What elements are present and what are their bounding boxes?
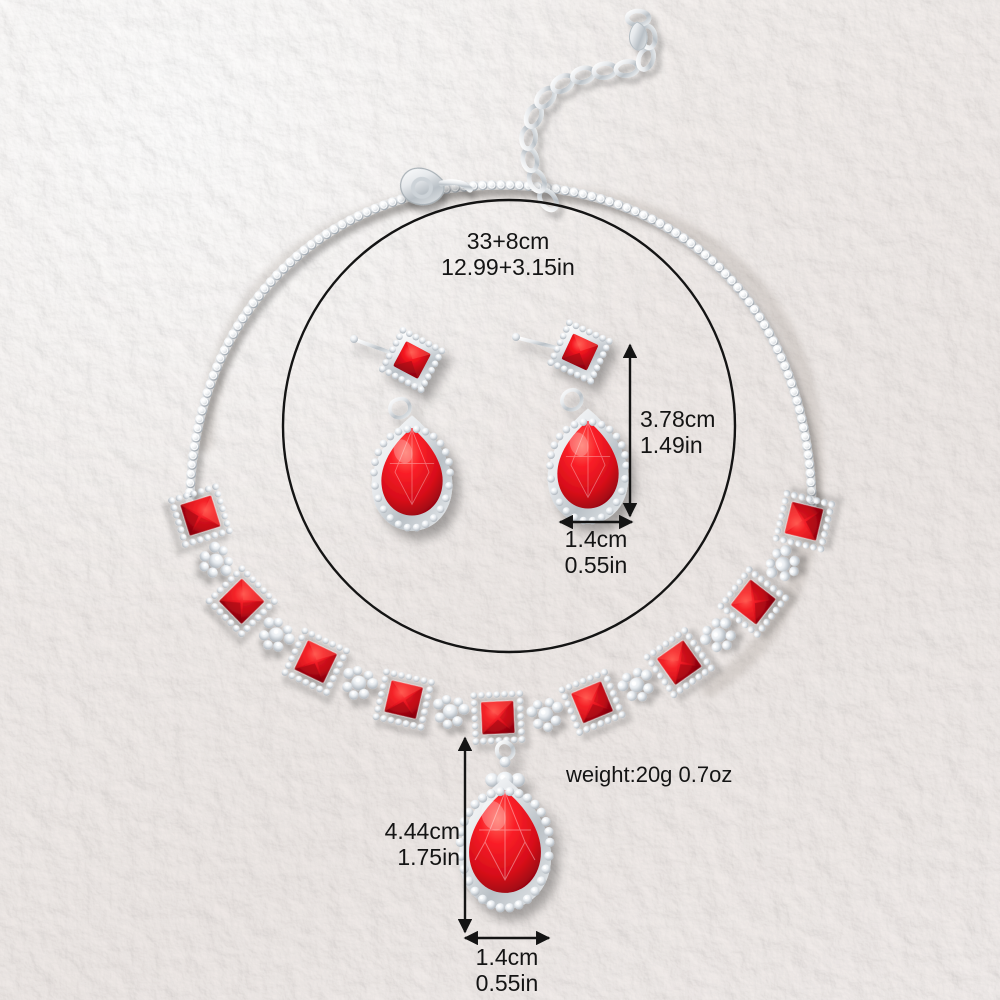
earring-left (350, 325, 454, 532)
necklace-pendant (455, 739, 555, 913)
necklace-length-label: 33+8cm 12.99+3.15in (408, 228, 608, 280)
earring-width-in: 0.55in (564, 552, 628, 578)
pendant-width-in: 0.55in (475, 970, 539, 996)
weight-label: weight:20g 0.7oz (566, 762, 733, 787)
detail-circle-outline (281, 198, 737, 654)
lobster-clasp (400, 167, 473, 206)
pendant-height-label: 4.44cm 1.75in (330, 818, 460, 870)
pendant-width-label: 1.4cm 0.55in (447, 944, 567, 996)
pendant-width-cm: 1.4cm (475, 944, 539, 970)
necklace-length-cm: 33+8cm (466, 228, 550, 254)
necklace-length-in: 12.99+3.15in (441, 254, 575, 280)
extender-drop-charm (629, 21, 648, 51)
earring-height-cm: 3.78cm (640, 406, 716, 432)
earring-width-cm: 1.4cm (564, 526, 628, 552)
earring-right (512, 318, 630, 525)
earring-height-in: 1.49in (640, 432, 703, 458)
necklace-chain (184, 179, 818, 526)
pendant-height-cm: 4.44cm (384, 818, 460, 844)
pendant-height-in: 1.75in (397, 844, 460, 870)
earring-width-label: 1.4cm 0.55in (536, 526, 656, 578)
extender-chain (519, 8, 658, 213)
earring-height-label: 3.78cm 1.49in (640, 406, 760, 458)
